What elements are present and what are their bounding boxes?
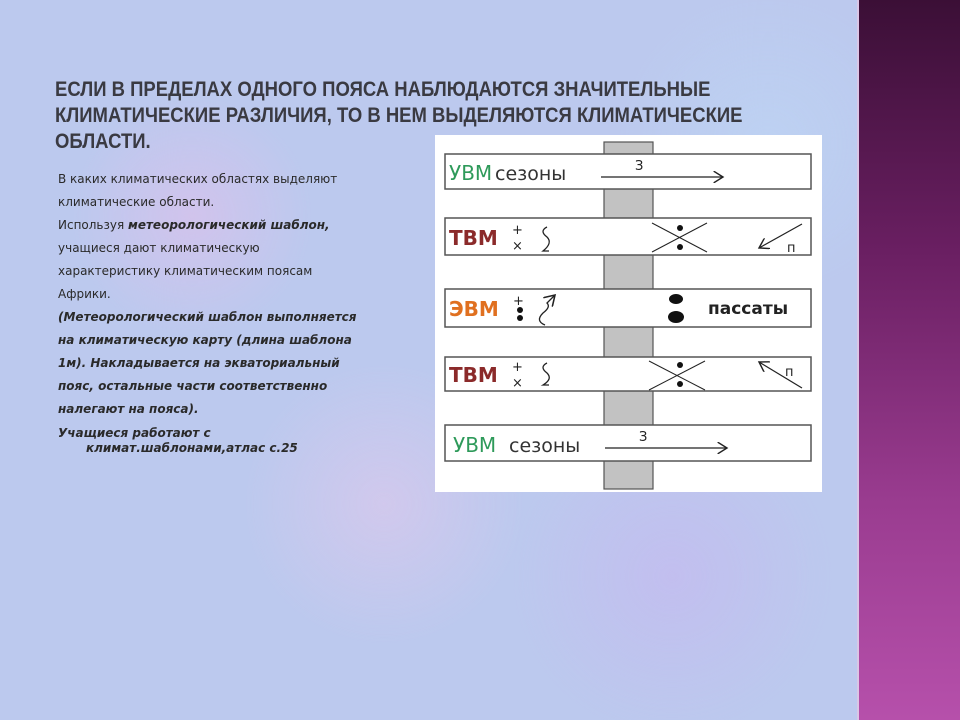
- row-text: сезоны: [509, 435, 580, 457]
- dry-icon: ×: [512, 239, 523, 254]
- slide-body: В каких климатических областях выделяют …: [58, 168, 358, 455]
- wind-label: З: [635, 159, 643, 174]
- row-uvm-top: УВМ сезоны З: [444, 153, 812, 190]
- plus-icon: +: [512, 360, 523, 375]
- emphasis-text: метеорологический шаблон,: [128, 218, 330, 232]
- rainfall-curve-icon: [538, 295, 555, 326]
- row-uvm-bottom: УВМ сезоны З: [444, 424, 812, 462]
- row-tvm-north: ТВМ + × п: [444, 217, 812, 256]
- row-text: пассаты: [708, 299, 788, 319]
- wind-label: п: [787, 241, 796, 256]
- paragraph-question: В каких климатических областях выделяют …: [58, 172, 338, 209]
- row-tvm-south: ТВМ + × п: [444, 356, 812, 392]
- text: климат.шаблонами,атлас с.25: [86, 441, 298, 455]
- meteorological-template-diagram: УВМ сезоны З ТВМ + × п ЭВМ + пассаты ТВМ…: [435, 135, 822, 492]
- text: Используя: [58, 218, 129, 232]
- rainfall-curve-icon: [540, 362, 550, 386]
- row-label: ТВМ: [449, 363, 498, 387]
- row-label: УВМ: [453, 433, 496, 457]
- row-text: сезоны: [495, 163, 566, 185]
- rainfall-curve-icon: [541, 226, 550, 252]
- row-label: УВМ: [449, 161, 492, 185]
- decorative-side-bar: [857, 0, 960, 720]
- plus-icon: +: [512, 223, 523, 238]
- slide-title: Если в пределах одного пояса наблюдаются…: [55, 77, 743, 153]
- text: учащиеся дают климатическую характеристи…: [58, 241, 313, 301]
- wind-arrow-icon: [759, 362, 803, 389]
- row-label: ЭВМ: [449, 297, 499, 321]
- row-evm: ЭВМ + пассаты: [444, 288, 812, 328]
- dry-icon: ×: [512, 376, 523, 391]
- plus-icon: +: [513, 294, 524, 309]
- paragraph-note: (Метеорологический шаблон выполняется на…: [58, 310, 357, 416]
- heavy-rain-icon: [669, 294, 683, 304]
- wind-arrow-icon: [759, 223, 803, 248]
- paragraph-template: Используя метеорологический шаблон, учащ…: [58, 214, 358, 306]
- wind-label: п: [785, 365, 794, 380]
- text: Учащиеся работают с: [58, 426, 211, 440]
- row-label: ТВМ: [449, 226, 498, 250]
- wind-label: З: [639, 430, 647, 445]
